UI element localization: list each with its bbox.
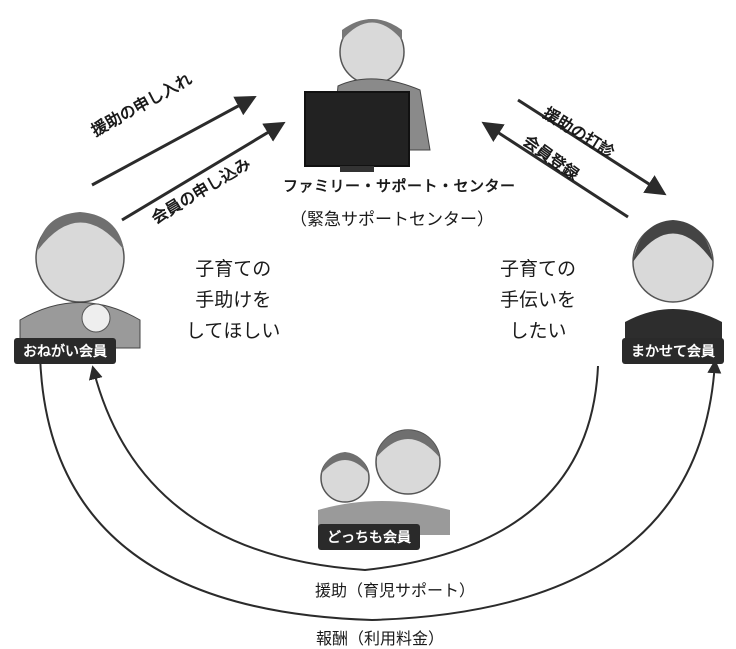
left-need-line: 手助けを: [195, 289, 272, 311]
center-staff-computer-icon: [304, 19, 431, 172]
left-parent-baby-icon: [19, 212, 141, 349]
left-need-line: 子育ての: [195, 258, 272, 280]
both-members-icon: [318, 429, 450, 535]
right-helper-icon: [625, 220, 722, 350]
right-need-text: 子育ての 手伝いを したい: [500, 254, 576, 347]
support-label: 援助（育児サポート）: [315, 581, 476, 600]
right-need-line: 子育ての: [500, 258, 577, 280]
fee-label: 報酬（利用料金）: [316, 629, 445, 648]
both-member-badge: どっちも会員: [318, 524, 420, 550]
right-need-line: したい: [509, 320, 567, 342]
right-need-line: 手伝いを: [500, 289, 577, 311]
right-member-badge: まかせて会員: [622, 338, 724, 364]
center-title: ファミリー・サポート・センター: [283, 177, 516, 195]
left-need-line: してほしい: [186, 320, 281, 342]
left-need-text: 子育ての 手助けを してほしい: [186, 254, 280, 347]
center-subtitle: （緊急サポートセンター）: [290, 210, 494, 230]
left-member-badge: おねがい会員: [14, 338, 116, 364]
